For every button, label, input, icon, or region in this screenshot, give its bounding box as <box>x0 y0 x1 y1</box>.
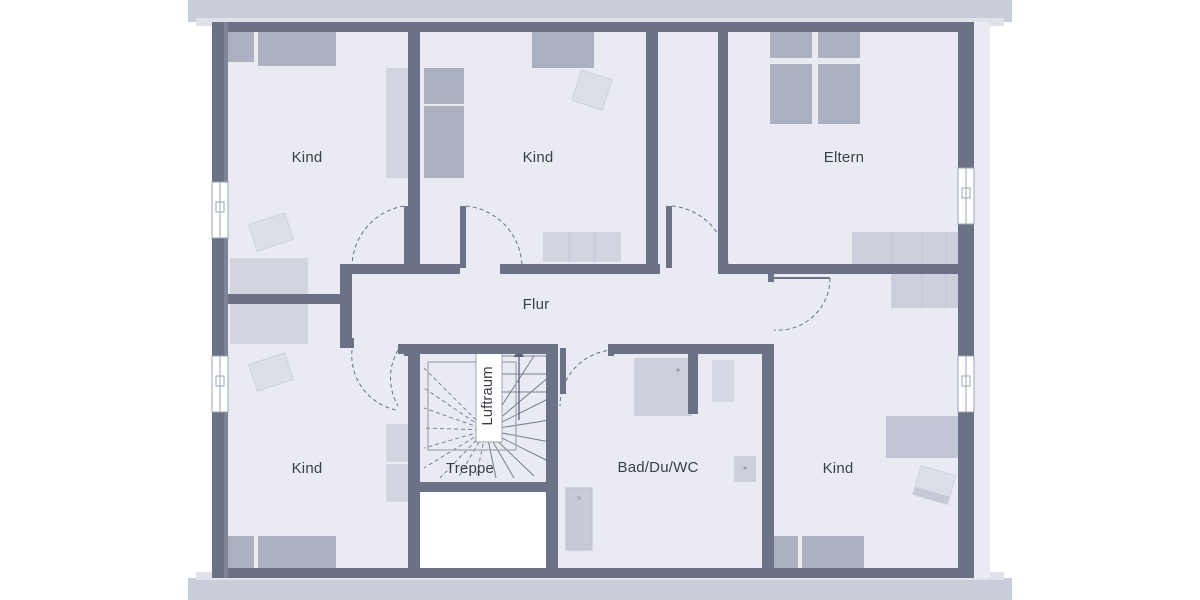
exterior-wall-right-3 <box>958 412 974 578</box>
wardrobe-icon-3 <box>424 106 464 178</box>
furniture-group-eltern <box>770 26 860 124</box>
bottom-floor-band <box>188 578 1012 600</box>
bed-icon-4 <box>886 416 968 458</box>
furniture-group-flur <box>543 232 621 262</box>
door-kind-top-left <box>351 205 410 269</box>
wardrobe-icon-2 <box>424 68 464 104</box>
bathtub-drain-icon <box>577 496 581 500</box>
shower-tray-icon <box>634 358 692 416</box>
wardrobe-icon <box>230 258 308 296</box>
furniture-group-kind-top-left <box>228 30 336 344</box>
corridor-wall-north-far-right <box>718 264 974 274</box>
room-label-bad-du-wc: Bad/Du/WC <box>618 459 699 476</box>
closet-icon-top <box>386 68 412 142</box>
bed-icon-3 <box>258 536 336 568</box>
furniture-group-bad <box>565 358 756 551</box>
shower-drain-icon <box>676 368 680 372</box>
chair-icon <box>247 212 295 252</box>
room-label-kind-top-middle: Kind <box>523 149 554 166</box>
furniture-group-left-partition <box>386 68 412 178</box>
partition-bad-shower <box>688 352 698 414</box>
partition-bad-right <box>762 344 774 578</box>
stair-wall-left <box>408 344 420 578</box>
corridor-wall-north-left <box>340 264 416 274</box>
partition-vertical-mid <box>646 22 658 274</box>
window-right-upper <box>957 167 975 225</box>
window-right-lower <box>957 355 975 413</box>
window-mullion-vertical <box>812 26 818 124</box>
chair-icon-3 <box>247 352 295 392</box>
partition-vertical-left <box>408 22 420 274</box>
exterior-wall-right-1 <box>958 22 974 168</box>
wc-detail-icon <box>743 466 747 470</box>
window-transom-horizontal <box>770 58 860 64</box>
door-kind-top-middle <box>460 205 523 269</box>
stair-void-white <box>418 492 554 578</box>
window-left-lower <box>211 355 229 413</box>
corridor-wall-left-stub <box>228 294 352 304</box>
room-label-kind-bottom-right: Kind <box>823 460 854 477</box>
corridor-wall-north-mid <box>408 264 460 274</box>
exterior-wall-right-2 <box>958 224 974 356</box>
nightstand-icon-3 <box>774 536 798 568</box>
door-corridor-right-sliding <box>768 270 831 331</box>
luftraum-label-plate <box>475 349 503 443</box>
corridor-wall-west <box>340 264 352 348</box>
corridor-jog-bottom <box>340 338 354 348</box>
closet-icon-bl-top <box>386 424 412 462</box>
exterior-wall-top <box>212 22 974 32</box>
closet-icon-bl-bottom <box>386 464 412 502</box>
partition-eltern-jamb <box>718 22 728 270</box>
staircase-group <box>418 346 554 578</box>
exterior-wall-bottom <box>212 568 974 578</box>
room-label-eltern: Eltern <box>824 149 864 166</box>
corridor-wall-north-right <box>500 264 660 274</box>
window-left-upper <box>211 181 229 239</box>
bed-icon-2 <box>532 30 594 68</box>
eltern-wardrobe-upper <box>852 232 970 266</box>
room-label-kind-top-left: Kind <box>292 149 323 166</box>
door-kind-bottom-right <box>762 344 774 352</box>
top-floor-band <box>188 0 1012 22</box>
corridor-wall-south-right <box>614 344 772 354</box>
washbasin-icon <box>712 360 734 402</box>
door-eltern <box>666 205 729 269</box>
room-label-kind-bottom-left: Kind <box>292 460 323 477</box>
closet-icon-mid <box>386 142 412 178</box>
eltern-wardrobe-lower <box>892 272 970 308</box>
bed-icon <box>258 30 336 66</box>
room-fill-flur <box>350 266 770 348</box>
nightstand-icon <box>228 30 254 62</box>
chair-icon-2 <box>571 69 613 111</box>
nightstand-icon-2 <box>228 536 254 568</box>
room-label-flur: Flur <box>523 296 550 313</box>
flur-wardrobe-icon <box>543 232 621 262</box>
furniture-group-kind-bottom-right <box>774 416 968 568</box>
wall-highlights <box>224 22 228 578</box>
stair-wall-bottom <box>418 482 548 492</box>
stair-upper-outline <box>427 361 517 451</box>
door-bad <box>559 344 615 407</box>
room-label-treppe: Treppe <box>446 460 494 477</box>
corridor-wall-south-stair-top <box>418 344 558 354</box>
wardrobe-icon-lower <box>230 302 308 344</box>
corridor-jog-top <box>340 264 354 274</box>
door-stair-side <box>560 348 566 394</box>
stair-wall-right <box>546 344 558 578</box>
door-kind-bottom-left <box>351 344 410 411</box>
room-label-luftraum: Luftraum <box>479 366 496 425</box>
bed-icon-5 <box>802 536 864 568</box>
furniture-group-kind-bottom-left <box>228 352 412 568</box>
furniture-group-eltern-wardrobe <box>852 232 970 308</box>
furniture-group-kind-top-middle <box>424 30 613 178</box>
